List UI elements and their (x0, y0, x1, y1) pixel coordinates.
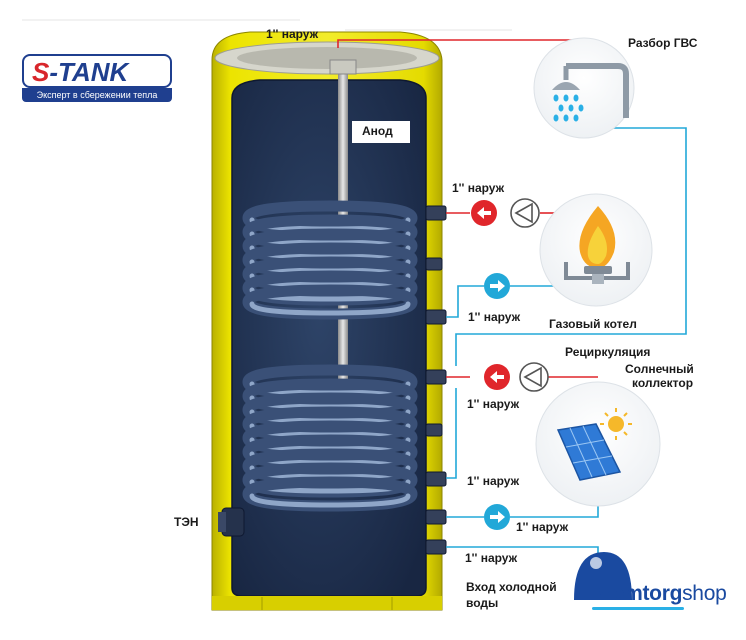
arrow-right-icon (484, 273, 510, 299)
anode-label-box (352, 121, 410, 143)
pump-icon (510, 198, 540, 228)
top-fitting-label: 1'' наруж (266, 27, 319, 41)
solar-circle (535, 381, 661, 507)
watermark-underline (592, 607, 684, 610)
coil-highlight (249, 493, 411, 508)
solar-supply-fitting-label: 1'' наруж (467, 397, 520, 411)
cold-inlet-label-line2: воды (466, 596, 499, 610)
heater-flange (218, 507, 245, 537)
logo-wordmark: S-TANK (32, 57, 129, 87)
arrow-left-icon (484, 364, 510, 390)
solar-panel-icon (556, 408, 632, 481)
arrow-right-icon (484, 504, 510, 530)
gas-boiler-label: Газовый котел (549, 317, 637, 331)
heater-label: ТЭН (174, 515, 199, 529)
solar-collector-label-line1: Солнечный (625, 362, 694, 376)
tank (211, 31, 443, 611)
gas-boiler-circle (539, 193, 653, 307)
dhw-outlet-label: Разбор ГВС (628, 36, 698, 50)
solar-return-fitting-label-b: 1'' наруж (516, 520, 569, 534)
lower-heat-exchanger-coil (242, 364, 418, 512)
cold-inlet-label-line1: Вход холодной (466, 580, 557, 594)
cold-inlet-fitting-label: 1'' наруж (465, 551, 518, 565)
logo-tagline: Эксперт в сбережении тепла (22, 88, 172, 102)
solar-return-fitting-label-a: 1'' наруж (467, 474, 520, 488)
solar-collector-label-line2: коллектор (632, 376, 694, 390)
cold-inlet-circle (574, 552, 632, 600)
boiler-return-fitting-label: 1'' наруж (468, 310, 521, 324)
s-tank-logo: S-TANK Эксперт в сбережении тепла (22, 54, 172, 102)
logo-badge: S-TANK (22, 54, 172, 88)
pump-icon (519, 362, 549, 392)
upper-heat-exchanger-coil (242, 200, 418, 320)
shower-icon (552, 63, 629, 122)
coil-highlight (249, 301, 411, 316)
boiler-supply-fitting-label: 1'' наруж (452, 181, 505, 195)
dhw-circle (533, 37, 635, 139)
recirculation-label: Рециркуляция (565, 345, 651, 359)
gas-burner-icon (564, 206, 630, 284)
anode-label: Анод (362, 124, 393, 138)
promtorgshop-watermark: Promtorgshop (590, 582, 727, 605)
arrow-left-icon (471, 200, 497, 226)
